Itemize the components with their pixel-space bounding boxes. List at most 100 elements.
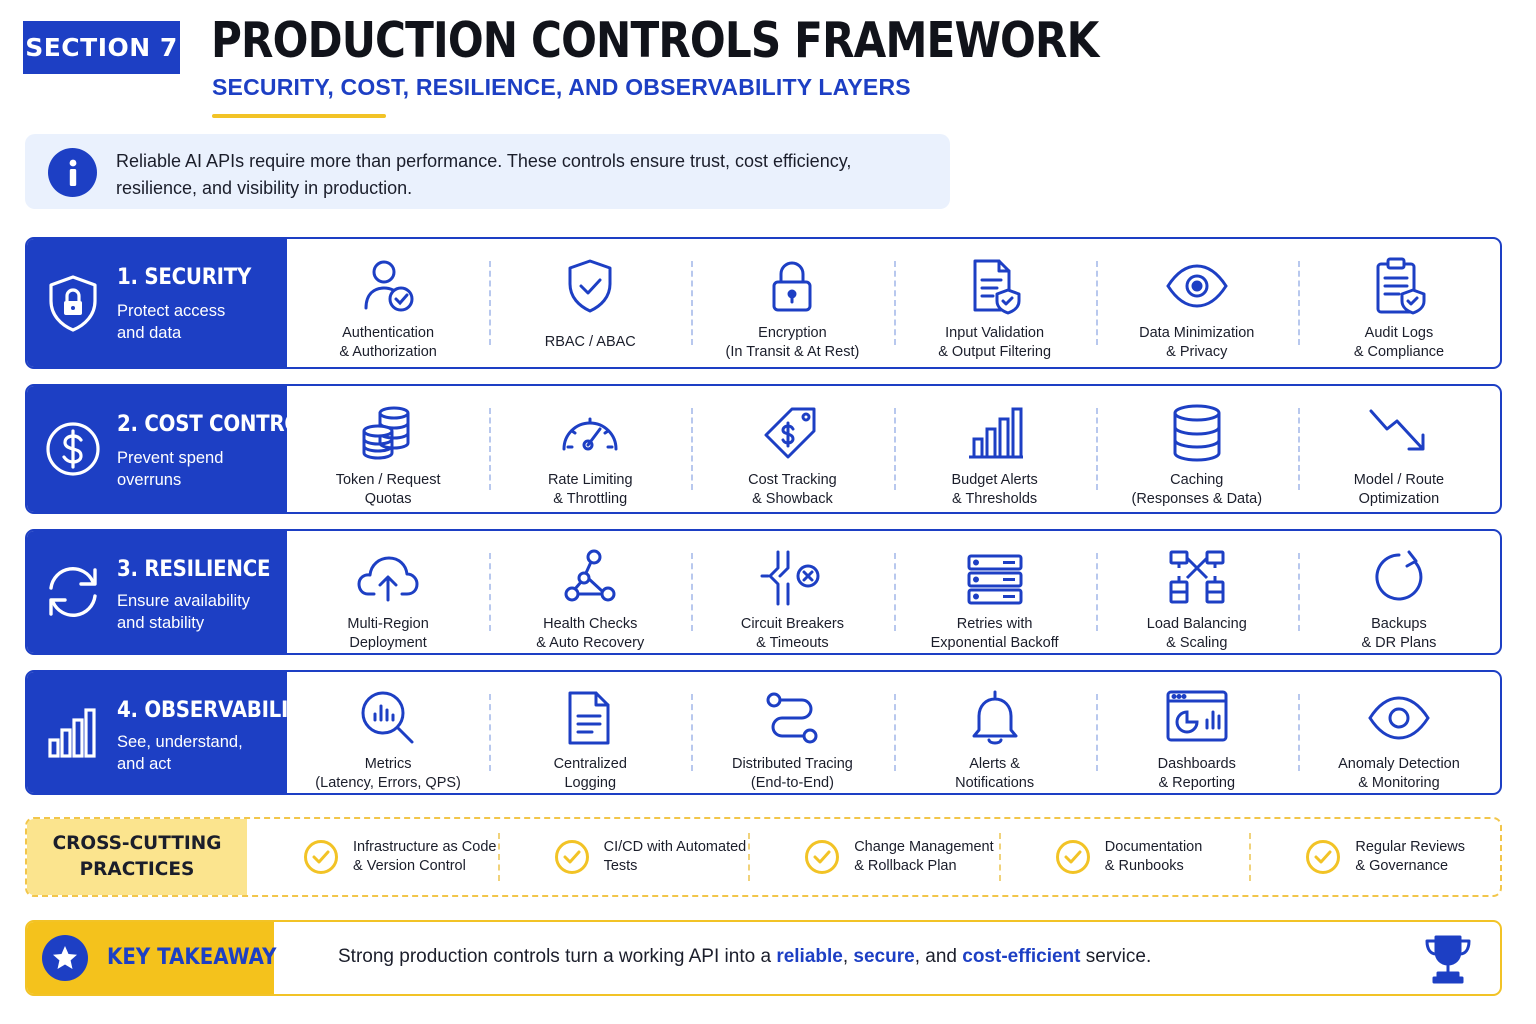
cost-item-rate-limiting: Rate Limiting & Throttling	[489, 386, 691, 512]
takeaway-sep-2: , and	[914, 946, 963, 967]
takeaway-text-before: Strong production controls turn a workin…	[338, 946, 777, 967]
item-label: Rate Limiting & Throttling	[547, 472, 633, 507]
item-label: Centralized Logging	[553, 756, 627, 791]
security-title: 1. SECURITY	[117, 265, 252, 290]
check-circle-icon	[1305, 839, 1341, 875]
network-nodes-icon	[557, 545, 623, 610]
observability-header: 4. OBSERVABILITY See, understand, and ac…	[27, 672, 316, 793]
cost-item-quotas: Token / Request Quotas	[287, 386, 489, 512]
cost-controls-title: 2. COST CONTROLS	[117, 412, 328, 437]
item-label: Budget Alerts & Thresholds	[951, 472, 1038, 507]
security-subtitle: Protect access and data	[117, 300, 277, 344]
trend-down-icon	[1366, 400, 1432, 466]
security-item-input-validation: Input Validation & Output Filtering	[893, 239, 1096, 367]
shield-check-icon	[557, 253, 623, 319]
bar-chart-icon	[962, 400, 1028, 466]
bell-icon	[962, 686, 1028, 750]
dollar-circle-icon	[43, 419, 103, 479]
practice-item: Infrastructure as Code & Version Control	[247, 819, 498, 895]
trophy-icon	[1422, 933, 1474, 985]
item-label: Health Checks & Auto Recovery	[536, 616, 645, 651]
info-line-2: resilience, and visibility in production…	[116, 178, 413, 198]
cross-cutting-practices: CROSS-CUTTING PRACTICES Infrastructure a…	[25, 817, 1502, 897]
cloud-upload-icon	[355, 545, 421, 610]
resilience-item-multi-region: Multi-Region Deployment	[287, 531, 489, 653]
item-label: Alerts & Notifications	[955, 756, 1035, 791]
security-item-authentication: Authentication & Authorization	[287, 239, 489, 367]
observability-item-dashboards: Dashboards & Reporting	[1095, 672, 1298, 793]
takeaway-sep-1: ,	[842, 946, 854, 967]
shield-lock-icon	[43, 273, 103, 333]
dashboard-icon	[1164, 686, 1230, 750]
takeaway-highlight-secure: secure	[853, 946, 915, 967]
info-icon	[48, 148, 97, 197]
takeaway-highlight-cost-efficient: cost-efficient	[962, 946, 1081, 967]
resilience-title: 3. RESILIENCE	[117, 557, 271, 582]
item-label: Metrics (Latency, Errors, QPS)	[315, 756, 461, 791]
price-tag-icon	[759, 400, 825, 466]
cost-item-model-route: Model / Route Optimization	[1297, 386, 1500, 512]
cost-controls-items: Token / Request Quotas Rate Limiting & T…	[287, 386, 1500, 512]
key-takeaway-header: KEY TAKEAWAY	[27, 922, 277, 994]
observability-subtitle-line2: and act	[117, 755, 172, 773]
observability-row: 4. OBSERVABILITY See, understand, and ac…	[25, 670, 1502, 795]
document-lines-icon	[557, 686, 623, 750]
magnifier-chart-icon	[355, 686, 421, 750]
practice-item: Regular Reviews & Governance	[1249, 819, 1500, 895]
resilience-item-health-checks: Health Checks & Auto Recovery	[489, 531, 691, 653]
security-item-audit-logs: Audit Logs & Compliance	[1297, 239, 1500, 367]
circuit-breaker-icon	[759, 545, 825, 610]
practice-label: CI/CD with Automated Tests	[603, 839, 747, 874]
clipboard-shield-icon	[1366, 253, 1432, 319]
key-takeaway-title: KEY TAKEAWAY	[107, 945, 277, 970]
info-line-1: Reliable AI APIs require more than perfo…	[116, 151, 852, 171]
eye-icon	[1164, 253, 1230, 319]
security-subtitle-line2: and data	[117, 324, 182, 342]
resilience-row: 3. RESILIENCE Ensure availability and st…	[25, 529, 1502, 655]
observability-items: Metrics (Latency, Errors, QPS) Centraliz…	[287, 672, 1500, 793]
load-balancer-icon	[1164, 545, 1230, 610]
practice-item: Change Management & Rollback Plan	[748, 819, 999, 895]
cost-subtitle-line1: Prevent spend	[117, 449, 224, 467]
observability-subtitle-line1: See, understand,	[117, 733, 243, 751]
resilience-item-retries: Retries with Exponential Backoff	[893, 531, 1096, 653]
security-item-encryption: Encryption (In Transit & At Rest)	[691, 239, 893, 367]
item-label: Token / Request Quotas	[335, 472, 441, 507]
item-label: Data Minimization & Privacy	[1139, 325, 1255, 360]
item-label: Encryption (In Transit & At Rest)	[725, 325, 860, 360]
cost-subtitle-line2: overruns	[117, 471, 182, 489]
security-header: 1. SECURITY Protect access and data	[27, 239, 287, 367]
bar-graph-icon	[43, 703, 103, 763]
star-icon	[42, 935, 88, 981]
security-item-data-minimization: Data Minimization & Privacy	[1095, 239, 1298, 367]
cost-item-cost-tracking: Cost Tracking & Showback	[691, 386, 893, 512]
practice-label: Infrastructure as Code & Version Control	[353, 839, 497, 874]
item-label: Model / Route Optimization	[1353, 472, 1445, 507]
item-label: Distributed Tracing (End-to-End)	[731, 756, 853, 791]
info-box	[25, 134, 950, 209]
item-label: RBAC / ABAC	[544, 334, 636, 350]
section-label: SECTION 7	[25, 33, 178, 62]
resilience-item-backups: Backups & DR Plans	[1297, 531, 1500, 653]
speedometer-icon	[557, 400, 623, 466]
observability-item-anomaly: Anomaly Detection & Monitoring	[1297, 672, 1500, 793]
page-subtitle: SECURITY, COST, RESILIENCE, AND OBSERVAB…	[212, 74, 911, 100]
cost-controls-header: 2. COST CONTROLS Prevent spend overruns	[27, 386, 328, 512]
observability-title: 4. OBSERVABILITY	[117, 698, 316, 723]
coin-stack-icon	[355, 400, 421, 466]
cost-controls-row: 2. COST CONTROLS Prevent spend overruns …	[25, 384, 1502, 514]
practice-label: Documentation & Runbooks	[1104, 839, 1203, 874]
key-takeaway: KEY TAKEAWAY	[25, 920, 1502, 996]
item-label: Audit Logs & Compliance	[1353, 325, 1445, 360]
info-text: Reliable AI APIs require more than perfo…	[116, 148, 916, 202]
item-label: Load Balancing & Scaling	[1146, 616, 1247, 651]
resilience-item-load-balancing: Load Balancing & Scaling	[1095, 531, 1298, 653]
item-label: Backups & DR Plans	[1361, 616, 1437, 651]
title-underline	[212, 114, 386, 118]
check-circle-icon	[554, 839, 590, 875]
item-label: Caching (Responses & Data)	[1131, 472, 1263, 507]
resilience-subtitle: Ensure availability and stability	[117, 590, 277, 634]
eye-icon	[1366, 686, 1432, 750]
item-label: Dashboards & Reporting	[1157, 756, 1236, 791]
security-item-rbac: RBAC / ABAC	[489, 239, 691, 367]
